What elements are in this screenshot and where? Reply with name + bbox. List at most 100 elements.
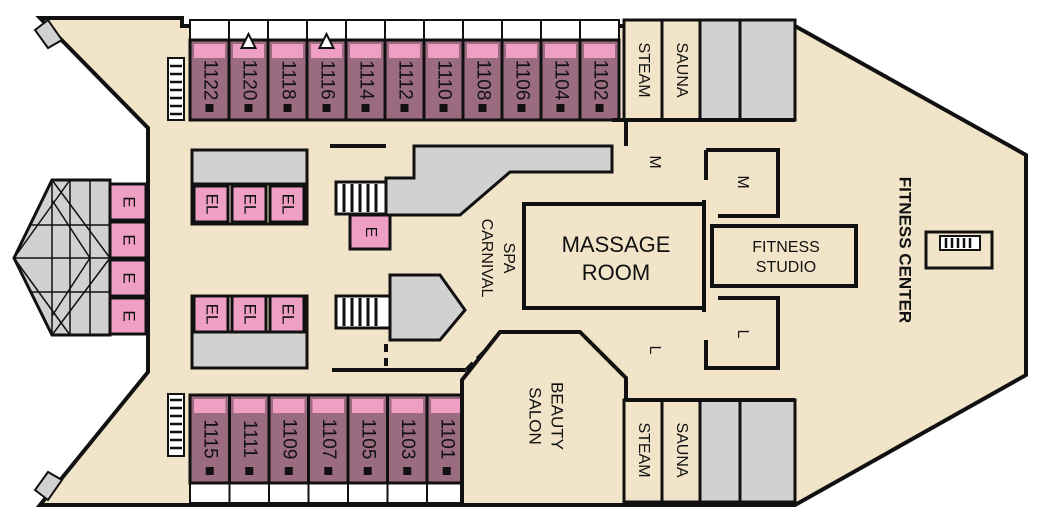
cabin-bed-icon bbox=[324, 467, 333, 475]
cabin-bed-icon bbox=[442, 467, 451, 475]
cabin-bed-icon bbox=[403, 467, 412, 475]
svg-text:EL: EL bbox=[241, 194, 260, 215]
svg-text:E: E bbox=[120, 272, 139, 283]
svg-text:L: L bbox=[646, 346, 663, 355]
elevator-el-1: EL bbox=[192, 184, 230, 224]
cabin-number: 1118 bbox=[277, 60, 298, 99]
ladies-label-corridor: L bbox=[646, 346, 663, 355]
svg-text:SPA: SPA bbox=[500, 243, 517, 274]
svg-text:FITNESS CENTER: FITNESS CENTER bbox=[896, 177, 915, 323]
cabin-number: 1122 bbox=[199, 60, 220, 101]
cabin-1118: 1118 bbox=[266, 19, 309, 122]
svg-text:EL: EL bbox=[279, 304, 298, 325]
massage-room bbox=[522, 200, 706, 312]
cabin-1114: 1114 bbox=[344, 19, 387, 122]
hull-bump-top bbox=[33, 18, 64, 50]
cabin-bed-icon bbox=[244, 104, 253, 112]
cabin-1116: 1116 bbox=[305, 19, 348, 122]
cabin-number: 1104 bbox=[550, 60, 571, 101]
cabin-bed-icon bbox=[556, 104, 565, 112]
svg-text:EL: EL bbox=[203, 304, 222, 325]
svg-text:SAUNA: SAUNA bbox=[673, 42, 690, 97]
fitness-studio bbox=[710, 224, 858, 288]
cabin-bed-icon bbox=[517, 104, 526, 112]
elevator-e-4: E bbox=[108, 296, 148, 336]
svg-text:STUDIO: STUDIO bbox=[756, 259, 816, 276]
elevator-el-1: EL bbox=[192, 294, 230, 334]
cabin-number: 1107 bbox=[318, 419, 339, 460]
cabin-bed-icon bbox=[439, 104, 448, 112]
elevator-e-1: E bbox=[108, 182, 148, 222]
fitness-center-label: FITNESS CENTER bbox=[896, 177, 915, 323]
cabin-number: 1111 bbox=[239, 420, 260, 458]
cabin-1122: 1122 bbox=[188, 19, 231, 122]
svg-text:E: E bbox=[120, 196, 139, 207]
svg-text:E: E bbox=[120, 310, 139, 321]
svg-text:FITNESS: FITNESS bbox=[752, 239, 820, 256]
cabin-bed-icon bbox=[478, 104, 487, 112]
cabin-number: 1120 bbox=[238, 60, 259, 101]
cabin-1106: 1106 bbox=[500, 19, 543, 122]
massage-room-label: MASSAGE ROOM bbox=[562, 232, 671, 285]
cabin-number: 1112 bbox=[394, 60, 415, 99]
svg-text:SALON: SALON bbox=[526, 387, 545, 445]
cabin-bed-icon bbox=[400, 104, 409, 112]
cabin-bed-icon bbox=[363, 467, 372, 475]
mens-label-room: M bbox=[734, 175, 751, 188]
svg-text:EL: EL bbox=[241, 304, 260, 325]
cabin-bed-icon bbox=[245, 467, 254, 475]
stairs-icon bbox=[924, 230, 994, 270]
service-area-lower bbox=[388, 273, 467, 342]
cabin-number: 1101 bbox=[437, 419, 458, 460]
steam-label-bottom: STEAM bbox=[635, 422, 652, 477]
svg-text:EL: EL bbox=[203, 194, 222, 215]
cabin-number: 1109 bbox=[279, 419, 300, 460]
ladies-room bbox=[704, 296, 780, 370]
svg-text:ROOM: ROOM bbox=[582, 260, 650, 285]
svg-text:STEAM: STEAM bbox=[635, 422, 652, 477]
svg-text:E: E bbox=[120, 234, 139, 245]
cabin-bed-icon bbox=[322, 104, 331, 112]
cabin-1101: 1101 bbox=[425, 393, 468, 504]
beauty-salon-label: BEAUTY SALON bbox=[526, 382, 567, 450]
cabin-number: 1115 bbox=[200, 419, 221, 458]
elevator-el-2: EL bbox=[230, 184, 268, 224]
svg-text:MASSAGE: MASSAGE bbox=[562, 232, 671, 257]
cabin-number: 1114 bbox=[355, 60, 376, 100]
elevator-e-2: E bbox=[108, 220, 148, 260]
svg-text:BEAUTY: BEAUTY bbox=[548, 382, 567, 450]
svg-text:M: M bbox=[646, 155, 663, 168]
spa-carnival-label: SPA CARNIVAL bbox=[478, 219, 517, 298]
cabin-1104: 1104 bbox=[539, 19, 582, 122]
stairs-icon bbox=[334, 180, 388, 216]
cabin-1110: 1110 bbox=[422, 19, 465, 122]
elevator-el-2: EL bbox=[230, 294, 268, 334]
cabin-bed-icon bbox=[595, 104, 604, 112]
mens-label-corridor: M bbox=[646, 155, 663, 168]
svg-text:L: L bbox=[734, 330, 751, 339]
cabin-1112: 1112 bbox=[383, 19, 426, 122]
stairs-icon bbox=[167, 393, 185, 457]
cabin-1115: 1115 bbox=[188, 393, 231, 504]
cabin-1108: 1108 bbox=[461, 19, 504, 122]
cabin-1107: 1107 bbox=[307, 393, 350, 504]
elevator-small: E bbox=[348, 213, 392, 251]
sauna-label-top: SAUNA bbox=[673, 42, 690, 97]
cabin-bed-icon bbox=[205, 104, 214, 112]
cabin-number: 1102 bbox=[589, 60, 610, 101]
service-block-top-right bbox=[698, 18, 797, 122]
cabin-bed-icon bbox=[361, 104, 370, 112]
beauty-salon bbox=[460, 330, 628, 507]
svg-text:SAUNA: SAUNA bbox=[673, 422, 690, 477]
glass-dome bbox=[12, 178, 112, 337]
cabin-bed-icon bbox=[205, 467, 214, 475]
cabin-1111: 1111 bbox=[228, 393, 271, 504]
stairs-icon bbox=[334, 294, 392, 330]
steam-room-bottom bbox=[622, 398, 664, 504]
cabin-number: 1110 bbox=[433, 60, 454, 99]
cabin-1109: 1109 bbox=[267, 393, 310, 504]
elevator-e-3: E bbox=[108, 258, 148, 298]
cabin-1102: 1102 bbox=[578, 19, 621, 122]
svg-text:M: M bbox=[734, 175, 751, 188]
